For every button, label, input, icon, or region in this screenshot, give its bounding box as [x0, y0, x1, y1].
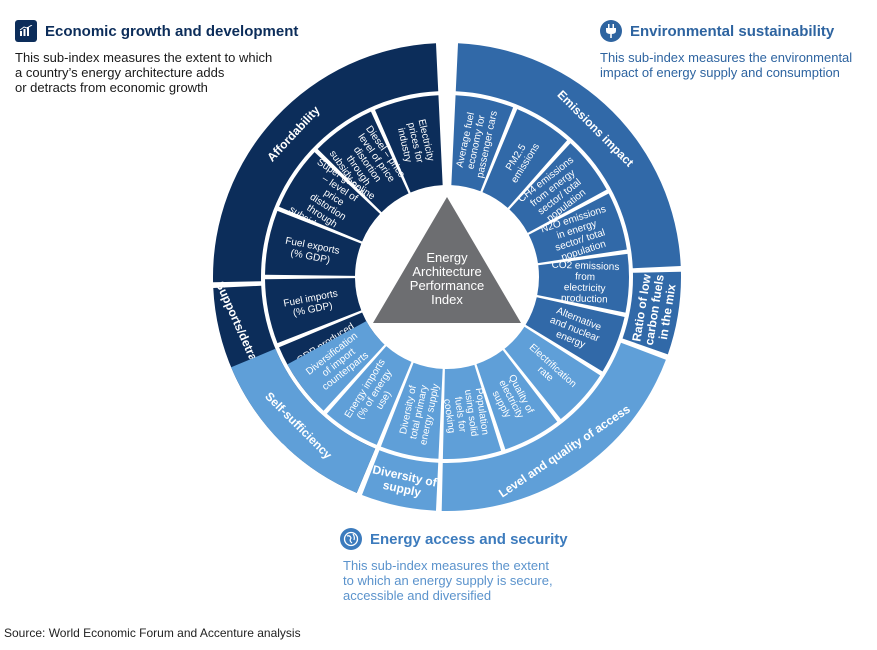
inner-segment-average-fuel-economy-for-passenger-cars — [451, 95, 514, 192]
inner-label-alternative-and-nuclear-energy: Alternativeand nuclearenergy — [544, 305, 605, 355]
access-title: Energy access and security — [370, 530, 568, 548]
inner-segment-pm2-5-emissions — [482, 109, 568, 208]
inner-segment-fuel-exports-gdp — [265, 210, 362, 276]
outer-segment-diversity-of-supply — [361, 450, 439, 511]
environmental-description: This sub-index measures the environmenta… — [600, 50, 853, 80]
center-triangle — [373, 197, 521, 323]
inner-segment-electrification-rate — [504, 326, 601, 420]
source-prefix: Source: — [4, 626, 46, 640]
access-description: This sub-index measures the extent to wh… — [343, 558, 553, 603]
economic-legend-title: Economic growth and development — [15, 20, 298, 42]
outer-segment-self-sufficiency — [231, 348, 376, 493]
globe-icon — [340, 528, 362, 550]
inner-segment-co2-emissions-from-electricity-production — [537, 253, 629, 313]
inner-label-population-using-solid-fuels-for-cooking: Populationusing solidfuels forcooking — [440, 387, 490, 440]
inner-segment-quality-of-electricity-supply — [476, 350, 558, 450]
inner-label-co2-emissions-from-electricity-production: CO2 emissionsfromelectricityproduction — [550, 260, 619, 306]
inner-segment-diversification-of-import-counterparts — [287, 321, 385, 411]
economic-legend: Economic growth and development This sub… — [15, 20, 298, 95]
inner-segment-alternative-and-nuclear-energy — [525, 297, 625, 372]
economic-title: Economic growth and development — [45, 22, 299, 40]
inner-segment-diesel-price-level-of-price-distortion-through-subsidy-or-tax — [317, 111, 409, 213]
plug-icon — [600, 20, 622, 42]
inner-segment-super-gasoline-level-of-price-distortion-through-subsidy-or-tax — [279, 152, 381, 242]
inner-segment-ch4-emissions-from-energy-sector-total-population — [509, 143, 607, 233]
inner-segment-energy-imports-of-energy-use — [326, 346, 412, 445]
outer-segment-emissions-impact — [455, 43, 681, 269]
environmental-legend: Environmental sustainability This sub-in… — [600, 20, 852, 80]
bar-chart-icon — [15, 20, 37, 42]
environmental-title: Environmental sustainability — [630, 22, 835, 40]
inner-segment-population-using-solid-fuels-for-cooking — [442, 364, 502, 459]
inner-segment-fuel-imports-gdp — [265, 278, 362, 344]
inner-segment-n2o-emissions-in-energy-sector-total-population — [528, 193, 627, 264]
economic-description: This sub-index measures the extent to wh… — [15, 50, 273, 95]
inner-segment-electricity-prices-for-industry — [375, 95, 443, 193]
source-text: World Economic Forum and Accenture analy… — [45, 626, 301, 640]
access-legend: Energy access and security This sub-inde… — [340, 528, 568, 603]
inner-segment-diversity-of-total-primary-energy-supply — [380, 362, 443, 459]
environmental-legend-title: Environmental sustainability — [600, 20, 852, 42]
outer-segment-ratio-of-low-carbon-fuels-in-the-mix — [622, 271, 681, 355]
outer-segment-level-and-quality-of-access — [441, 342, 666, 511]
outer-segment-affordability — [212, 43, 439, 283]
access-legend-title: Energy access and security — [340, 528, 568, 550]
source-note: Source: World Economic Forum and Accentu… — [4, 626, 301, 640]
